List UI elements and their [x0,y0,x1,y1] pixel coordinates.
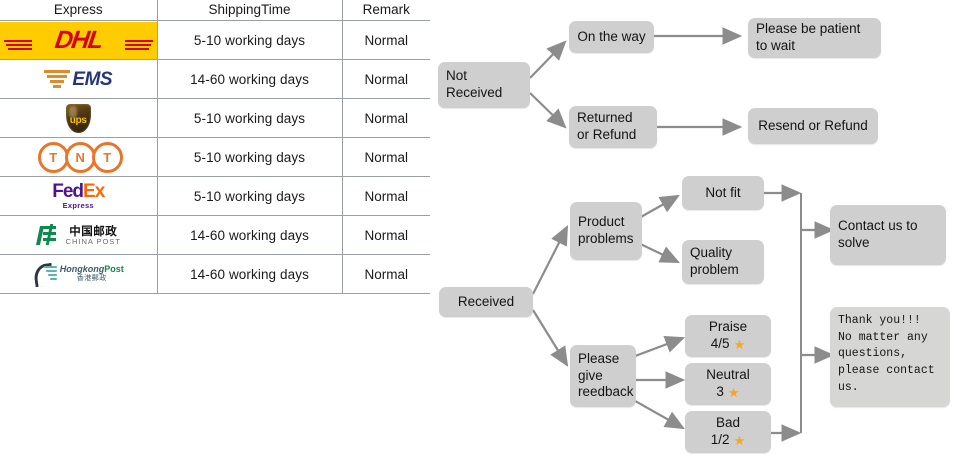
hongkong-post-logo: HongkongPost 香港郵政 [32,262,124,288]
flow-node-please-give-feedback[interactable]: Please give reedback [570,345,636,407]
column-header-remark: Remark [341,0,430,21]
tnt-logo: T N T [37,141,123,173]
table-row: FedEx Express 5-10 working days Normal [0,176,430,216]
flow-node-returned-or-refund[interactable]: Returned or Refund [569,106,657,148]
remark-cell: Normal [341,137,430,177]
star-icon: ★ [733,432,746,448]
carrier-logo-cell-fedex: FedEx Express [0,176,158,216]
column-header-shipping-time: ShippingTime [156,0,343,21]
china-post-logo-text: 中国邮政 [69,223,118,238]
remark-cell: Normal [341,59,430,99]
table-row: 中国邮政 CHINA POST 14-60 working days Norma… [0,215,430,255]
neutral-label: Neutral [706,367,750,383]
carrier-logo-cell-ups: ups [0,98,158,138]
star-icon: ★ [727,384,740,400]
remark-cell: Normal [341,215,430,255]
ems-logo: EMS [44,68,113,90]
praise-label: Praise [708,319,748,335]
bad-rating: 1/2 [710,432,730,447]
remark-cell: Normal [341,254,430,294]
ups-logo: ups [65,103,91,133]
carrier-logo-cell-tnt: T N T [0,137,158,177]
flow-node-received[interactable]: Received [439,287,533,317]
shipping-time-cell: 5-10 working days [156,98,343,138]
dhl-logo: DHL [0,21,157,59]
remark-cell: Normal [341,176,430,216]
flow-node-thank-you-message[interactable]: Thank you!!! No matter any questions, pl… [830,307,950,407]
order-status-flowchart: Not Received On the way Please be patien… [430,0,955,466]
dhl-logo-text: DHL [52,25,104,54]
flowchart-connectors [529,27,835,442]
carrier-logo-cell-ems: EMS [0,59,158,99]
shipping-time-cell: 5-10 working days [156,20,343,60]
shipping-time-cell: 5-10 working days [156,176,343,216]
china-post-emblem-icon [35,223,60,247]
flow-node-resend-or-refund[interactable]: Resend or Refund [748,108,878,144]
ems-chevron-icon [44,68,71,90]
china-post-logo: 中国邮政 CHINA POST [35,223,121,247]
flow-node-please-be-patient-to-wait[interactable]: Please be patient to wait [748,18,881,58]
bad-label: Bad [715,415,741,431]
carrier-logo-cell-dhl: DHL [0,20,158,60]
remark-cell: Normal [341,20,430,60]
tnt-letter-t1: T [37,141,69,173]
carrier-logo-cell-china-post: 中国邮政 CHINA POST [0,215,158,255]
fedex-logo-text: FedEx [52,181,105,203]
flow-node-praise[interactable]: Praise 4/5 ★ [685,315,771,357]
table-row: ups 5-10 working days Normal [0,98,430,138]
ems-logo-text: EMS [72,68,113,90]
table-row: T N T 5-10 working days Normal [0,137,430,177]
column-header-express: Express [0,0,158,21]
shipping-time-cell: 14-60 working days [156,254,343,294]
shipping-time-cell: 14-60 working days [156,215,343,255]
shipping-time-cell: 14-60 working days [156,59,343,99]
carrier-logo-cell-hongkong-post: HongkongPost 香港郵政 [0,254,158,294]
table-row: HongkongPost 香港郵政 14-60 working days Nor… [0,254,430,294]
table-row: EMS 14-60 working days Normal [0,59,430,99]
shipping-table: Express ShippingTime Remark DHL 5- [0,0,430,294]
table-header-row: Express ShippingTime Remark [0,0,430,21]
shipping-table-grid: Express ShippingTime Remark DHL 5- [0,0,430,294]
flow-node-not-received[interactable]: Not Received [438,62,530,108]
neutral-rating: 3 [716,384,724,399]
fedex-logo-subtitle: Express [62,201,94,211]
hongkong-post-bird-icon [32,262,57,288]
flow-node-not-fit[interactable]: Not fit [682,176,764,210]
flow-node-contact-us-to-solve[interactable]: Contact us to solve [830,205,946,265]
star-icon: ★ [733,336,746,352]
ups-logo-text: ups [69,114,87,126]
praise-rating: 4/5 [710,336,730,351]
table-row: DHL 5-10 working days Normal [0,20,430,60]
flow-node-on-the-way[interactable]: On the way [569,21,654,53]
flow-node-neutral[interactable]: Neutral 3 ★ [685,363,771,405]
flow-node-product-problems[interactable]: Product problems [570,202,642,260]
tnt-letter-n: N [64,141,96,173]
shipping-time-cell: 5-10 working days [156,137,343,177]
hongkong-post-logo-text: HongkongPost [59,264,124,275]
tnt-letter-t2: T [91,141,123,173]
hongkong-post-logo-subtitle: 香港郵政 [76,274,107,283]
fedex-logo: FedEx Express [52,181,105,211]
flow-node-bad[interactable]: Bad 1/2 ★ [685,411,771,453]
china-post-logo-subtitle: CHINA POST [65,236,121,246]
remark-cell: Normal [341,98,430,138]
flow-node-quality-problem[interactable]: Quality problem [682,240,764,284]
